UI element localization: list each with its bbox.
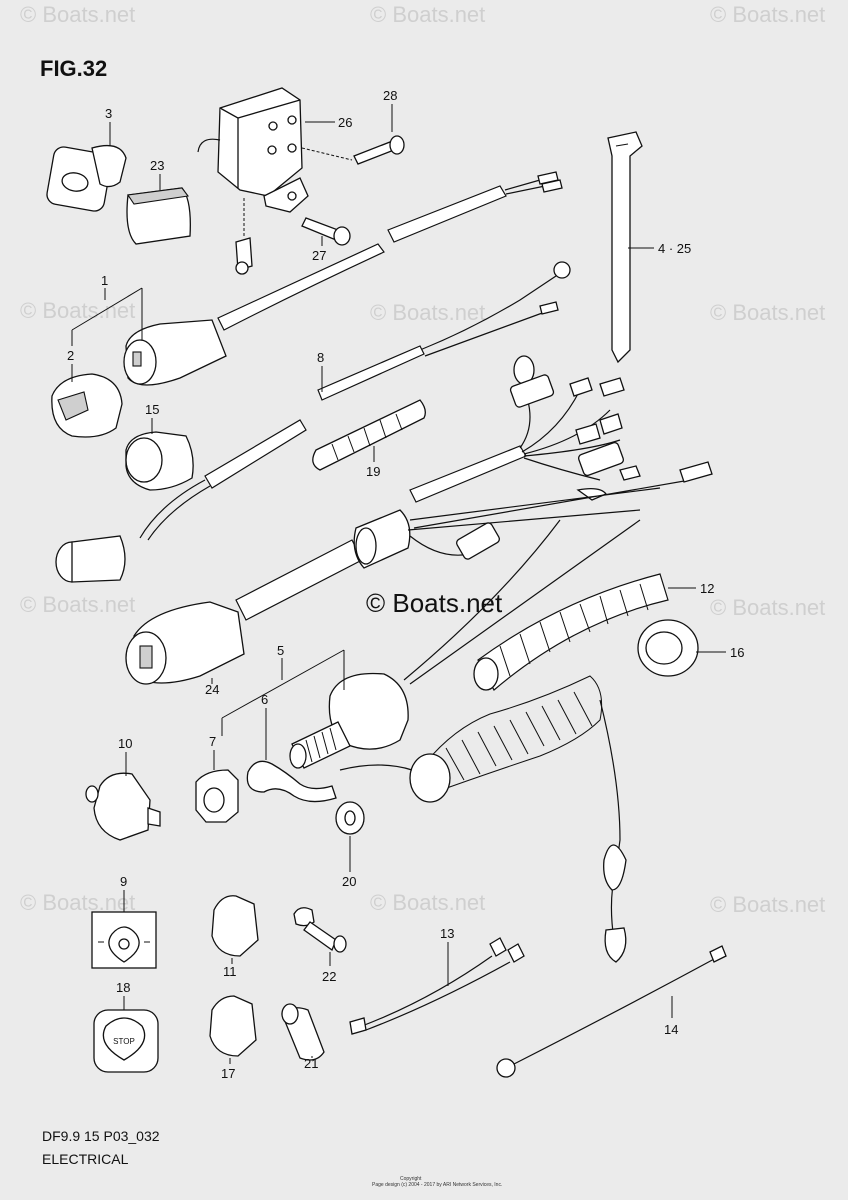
harness-bundle-right	[409, 355, 641, 503]
callout-9: 9	[120, 874, 127, 889]
watermark: © Boats.net	[710, 300, 825, 325]
part-5-stop-switch	[289, 519, 641, 769]
watermark-center: © Boats.net	[366, 588, 503, 618]
part-9-plate	[91, 911, 157, 969]
part-16-grommet	[637, 619, 699, 677]
callout-1: 1	[101, 273, 108, 288]
figure-title: FIG.32	[40, 56, 108, 81]
callout-5: 5	[277, 643, 284, 658]
harness-lower-cable	[55, 419, 307, 583]
part-4-25-cable-tie	[607, 131, 643, 364]
harness-main-body	[235, 461, 713, 621]
callout-18: 18	[116, 980, 130, 995]
callout-19: 19	[366, 464, 380, 479]
part-12-corrugated-tube	[473, 573, 669, 691]
callout-20: 20	[342, 874, 356, 889]
lanyard-coil	[339, 675, 627, 963]
part-23-cap	[126, 187, 191, 245]
callout-4-25: 4 · 25	[658, 241, 691, 256]
watermark: © Boats.net	[370, 300, 485, 325]
part-19-sleeve	[312, 399, 426, 471]
part-11-plug	[211, 895, 259, 957]
watermark: © Boats.net	[370, 2, 485, 27]
watermark: © Boats.net	[370, 890, 485, 915]
callout-16: 16	[730, 645, 744, 660]
callout-12: 12	[700, 581, 714, 596]
part-13-lead	[349, 937, 525, 1035]
callout-14: 14	[664, 1022, 678, 1037]
part-15-grommet	[125, 431, 194, 491]
watermarks: © Boats.net © Boats.net © Boats.net © Bo…	[20, 2, 825, 917]
callout-8: 8	[317, 350, 324, 365]
part-3-grommet	[46, 144, 127, 212]
callout-10: 10	[118, 736, 132, 751]
section-name: ELECTRICAL	[42, 1151, 129, 1167]
callout-28: 28	[383, 88, 397, 103]
callout-2: 2	[67, 348, 74, 363]
watermark: © Boats.net	[710, 2, 825, 27]
harness-branch-ring	[317, 261, 571, 401]
part-6-clip	[246, 760, 337, 803]
callout-7: 7	[209, 734, 216, 749]
part-20-washer	[335, 801, 365, 835]
part-2-cover	[51, 373, 123, 438]
callout-13: 13	[440, 926, 454, 941]
watermark: © Boats.net	[20, 2, 135, 27]
part-18-stop-button: STOP	[93, 1009, 159, 1073]
model-code: DF9.9 15 P03_032	[42, 1128, 160, 1144]
callout-labels: 3 23 1 2 26 28 27 4 · 25 8 15 19 12 16 5…	[67, 88, 744, 1081]
callout-3: 3	[105, 106, 112, 121]
callout-22: 22	[322, 969, 336, 984]
watermark: © Boats.net	[710, 595, 825, 620]
part-24-plug	[125, 601, 245, 685]
copyright-line-1: Copyright	[400, 1176, 422, 1182]
part-27-screw	[301, 217, 351, 246]
part-10-switch	[85, 772, 161, 841]
part-17-plug	[209, 995, 257, 1057]
stop-label: STOP	[113, 1037, 135, 1046]
copyright-line-2: Page design (c) 2004 - 2017 by ARI Netwo…	[372, 1182, 503, 1188]
part-22-bolt	[293, 907, 347, 953]
watermark: © Boats.net	[20, 890, 135, 915]
callout-17: 17	[221, 1066, 235, 1081]
callout-6: 6	[261, 692, 268, 707]
callout-24: 24	[205, 682, 219, 697]
callout-23: 23	[150, 158, 164, 173]
watermark: © Boats.net	[20, 298, 135, 323]
part-14-ground-lead	[496, 945, 727, 1078]
part-7-nut	[195, 769, 239, 823]
callout-15: 15	[145, 402, 159, 417]
callout-26: 26	[338, 115, 352, 130]
callout-11: 11	[223, 964, 237, 979]
part-21-sleeve	[281, 1003, 325, 1061]
harness-top	[217, 171, 563, 331]
callout-27: 27	[312, 248, 326, 263]
watermark: © Boats.net	[20, 592, 135, 617]
leader-lines	[71, 104, 726, 1064]
part-1-connector	[123, 319, 227, 386]
watermark: © Boats.net	[710, 892, 825, 917]
part-28-screw	[301, 135, 405, 165]
callout-21: 21	[304, 1056, 318, 1071]
part-26-bracket	[197, 87, 309, 275]
